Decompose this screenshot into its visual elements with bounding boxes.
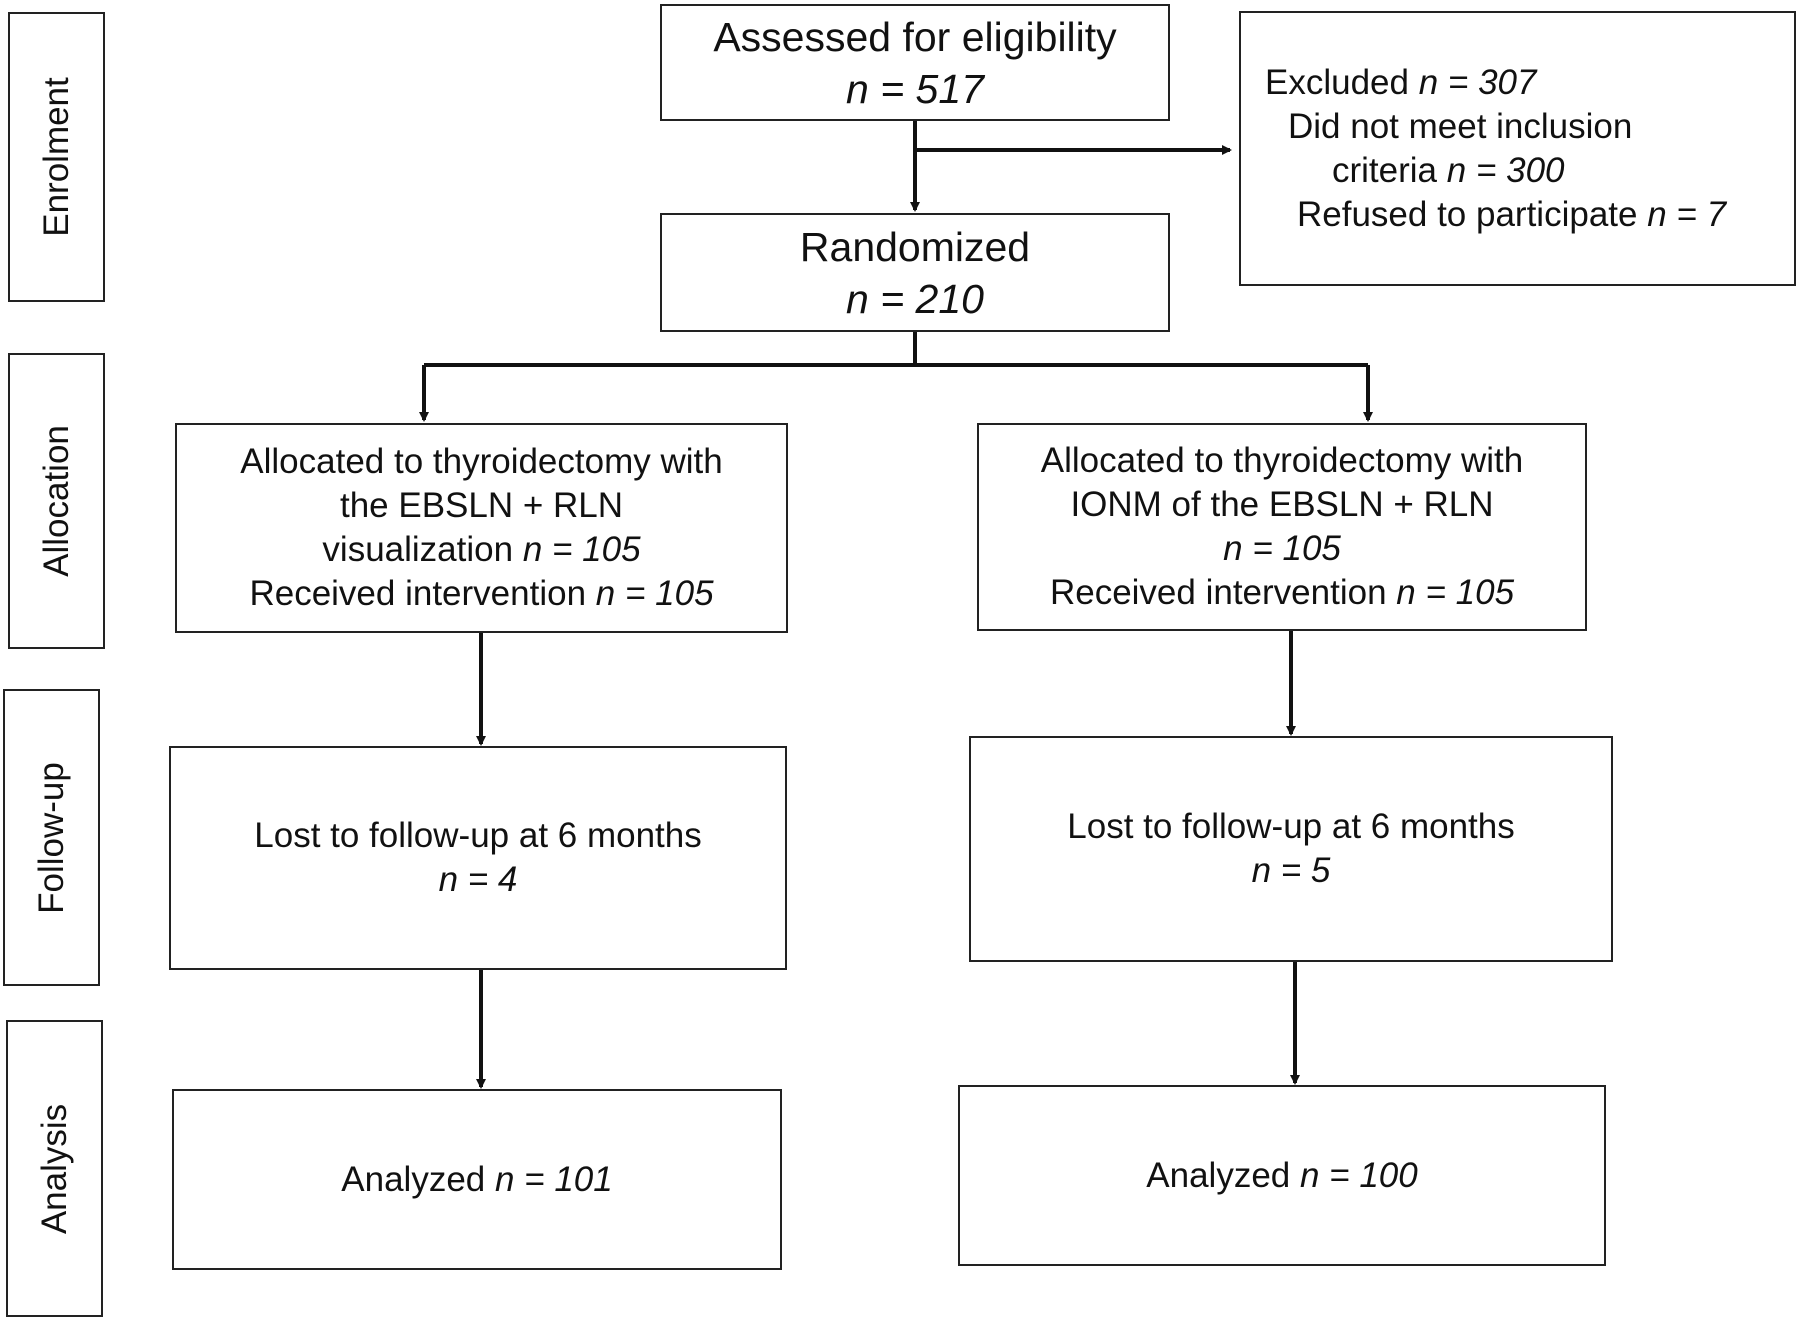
allocation-left-line-1: Allocated to thyroidectomy with [240,442,723,481]
excluded-line-4: Refused to participate n = 7 [1265,193,1726,237]
allocation-right-received-count: n = 105 [1396,573,1515,612]
allocation-left-visualization: visualization [322,530,514,569]
box-allocation-right: Allocated to thyroidectomy with IONM of … [977,423,1587,631]
followup-left-count: n = 4 [438,860,518,899]
analysis-left-label: Analyzed [341,1159,486,1199]
stage-label-allocation: Allocation [36,425,76,577]
allocation-left-line-3: visualization n = 105 [322,528,640,572]
allocation-right-count: n = 105 [1223,529,1341,568]
followup-right-label: Lost to follow-up at 6 months [1067,807,1515,846]
stage-label-enrolment: Enrolment [36,77,76,237]
stage-followup: Follow-up [3,689,100,986]
allocation-left-line-4: Received intervention n = 105 [249,572,713,616]
box-randomized: Randomized n = 210 [660,213,1170,332]
stage-analysis: Analysis [6,1020,103,1317]
box-allocation-left: Allocated to thyroidectomy with the EBSL… [175,423,788,633]
box-analysis-left: Analyzed n = 101 [172,1089,782,1270]
box-analysis-right: Analyzed n = 100 [958,1085,1606,1266]
analysis-right-count: n = 100 [1299,1155,1418,1195]
analysis-left-count: n = 101 [494,1159,613,1199]
allocation-left-received-label: Received intervention [249,574,587,613]
stage-label-analysis: Analysis [34,1103,74,1234]
excluded-criteria-count: n = 300 [1446,150,1565,190]
analysis-right-line: Analyzed n = 100 [1146,1154,1417,1198]
stage-enrolment: Enrolment [8,12,105,302]
excluded-line-1: Excluded n = 307 [1265,61,1536,105]
analysis-left-line: Analyzed n = 101 [341,1158,612,1202]
excluded-line-2: Did not meet inclusion [1288,106,1633,146]
stage-label-followup: Follow-up [31,761,71,914]
box-assessed-for-eligibility: Assessed for eligibility n = 517 [660,4,1170,121]
allocation-right-line-2: IONM of the EBSLN + RLN [1070,485,1494,524]
allocation-right-line-1: Allocated to thyroidectomy with [1040,441,1524,480]
allocation-left-count: n = 105 [522,530,641,569]
randomized-count: n = 210 [846,275,984,322]
box-followup-left: Lost to follow-up at 6 months n = 4 [169,746,787,970]
randomized-label: Randomized [799,223,1031,270]
excluded-count: n = 307 [1418,62,1537,102]
excluded-refused-count: n = 7 [1647,194,1727,234]
assessed-label: Assessed for eligibility [713,13,1117,60]
allocation-left-received-count: n = 105 [595,574,714,613]
followup-left-label: Lost to follow-up at 6 months [254,816,702,855]
box-followup-right: Lost to follow-up at 6 months n = 5 [969,736,1613,962]
excluded-refused-label: Refused to participate [1297,194,1638,234]
analysis-right-label: Analyzed [1146,1155,1291,1195]
box-excluded: Excluded n = 307 Did not meet inclusion … [1239,11,1796,286]
allocation-right-received-label: Received intervention [1049,573,1387,612]
allocation-right-line-4: Received intervention n = 105 [1050,571,1514,615]
excluded-line-3: criteria n = 300 [1265,149,1565,193]
excluded-label: Excluded [1265,62,1409,102]
followup-right-count: n = 5 [1251,851,1331,890]
stage-allocation: Allocation [8,353,105,649]
allocation-left-line-2: the EBSLN + RLN [339,486,624,525]
assessed-count: n = 517 [846,65,984,112]
excluded-criteria-label: criteria [1332,150,1438,190]
